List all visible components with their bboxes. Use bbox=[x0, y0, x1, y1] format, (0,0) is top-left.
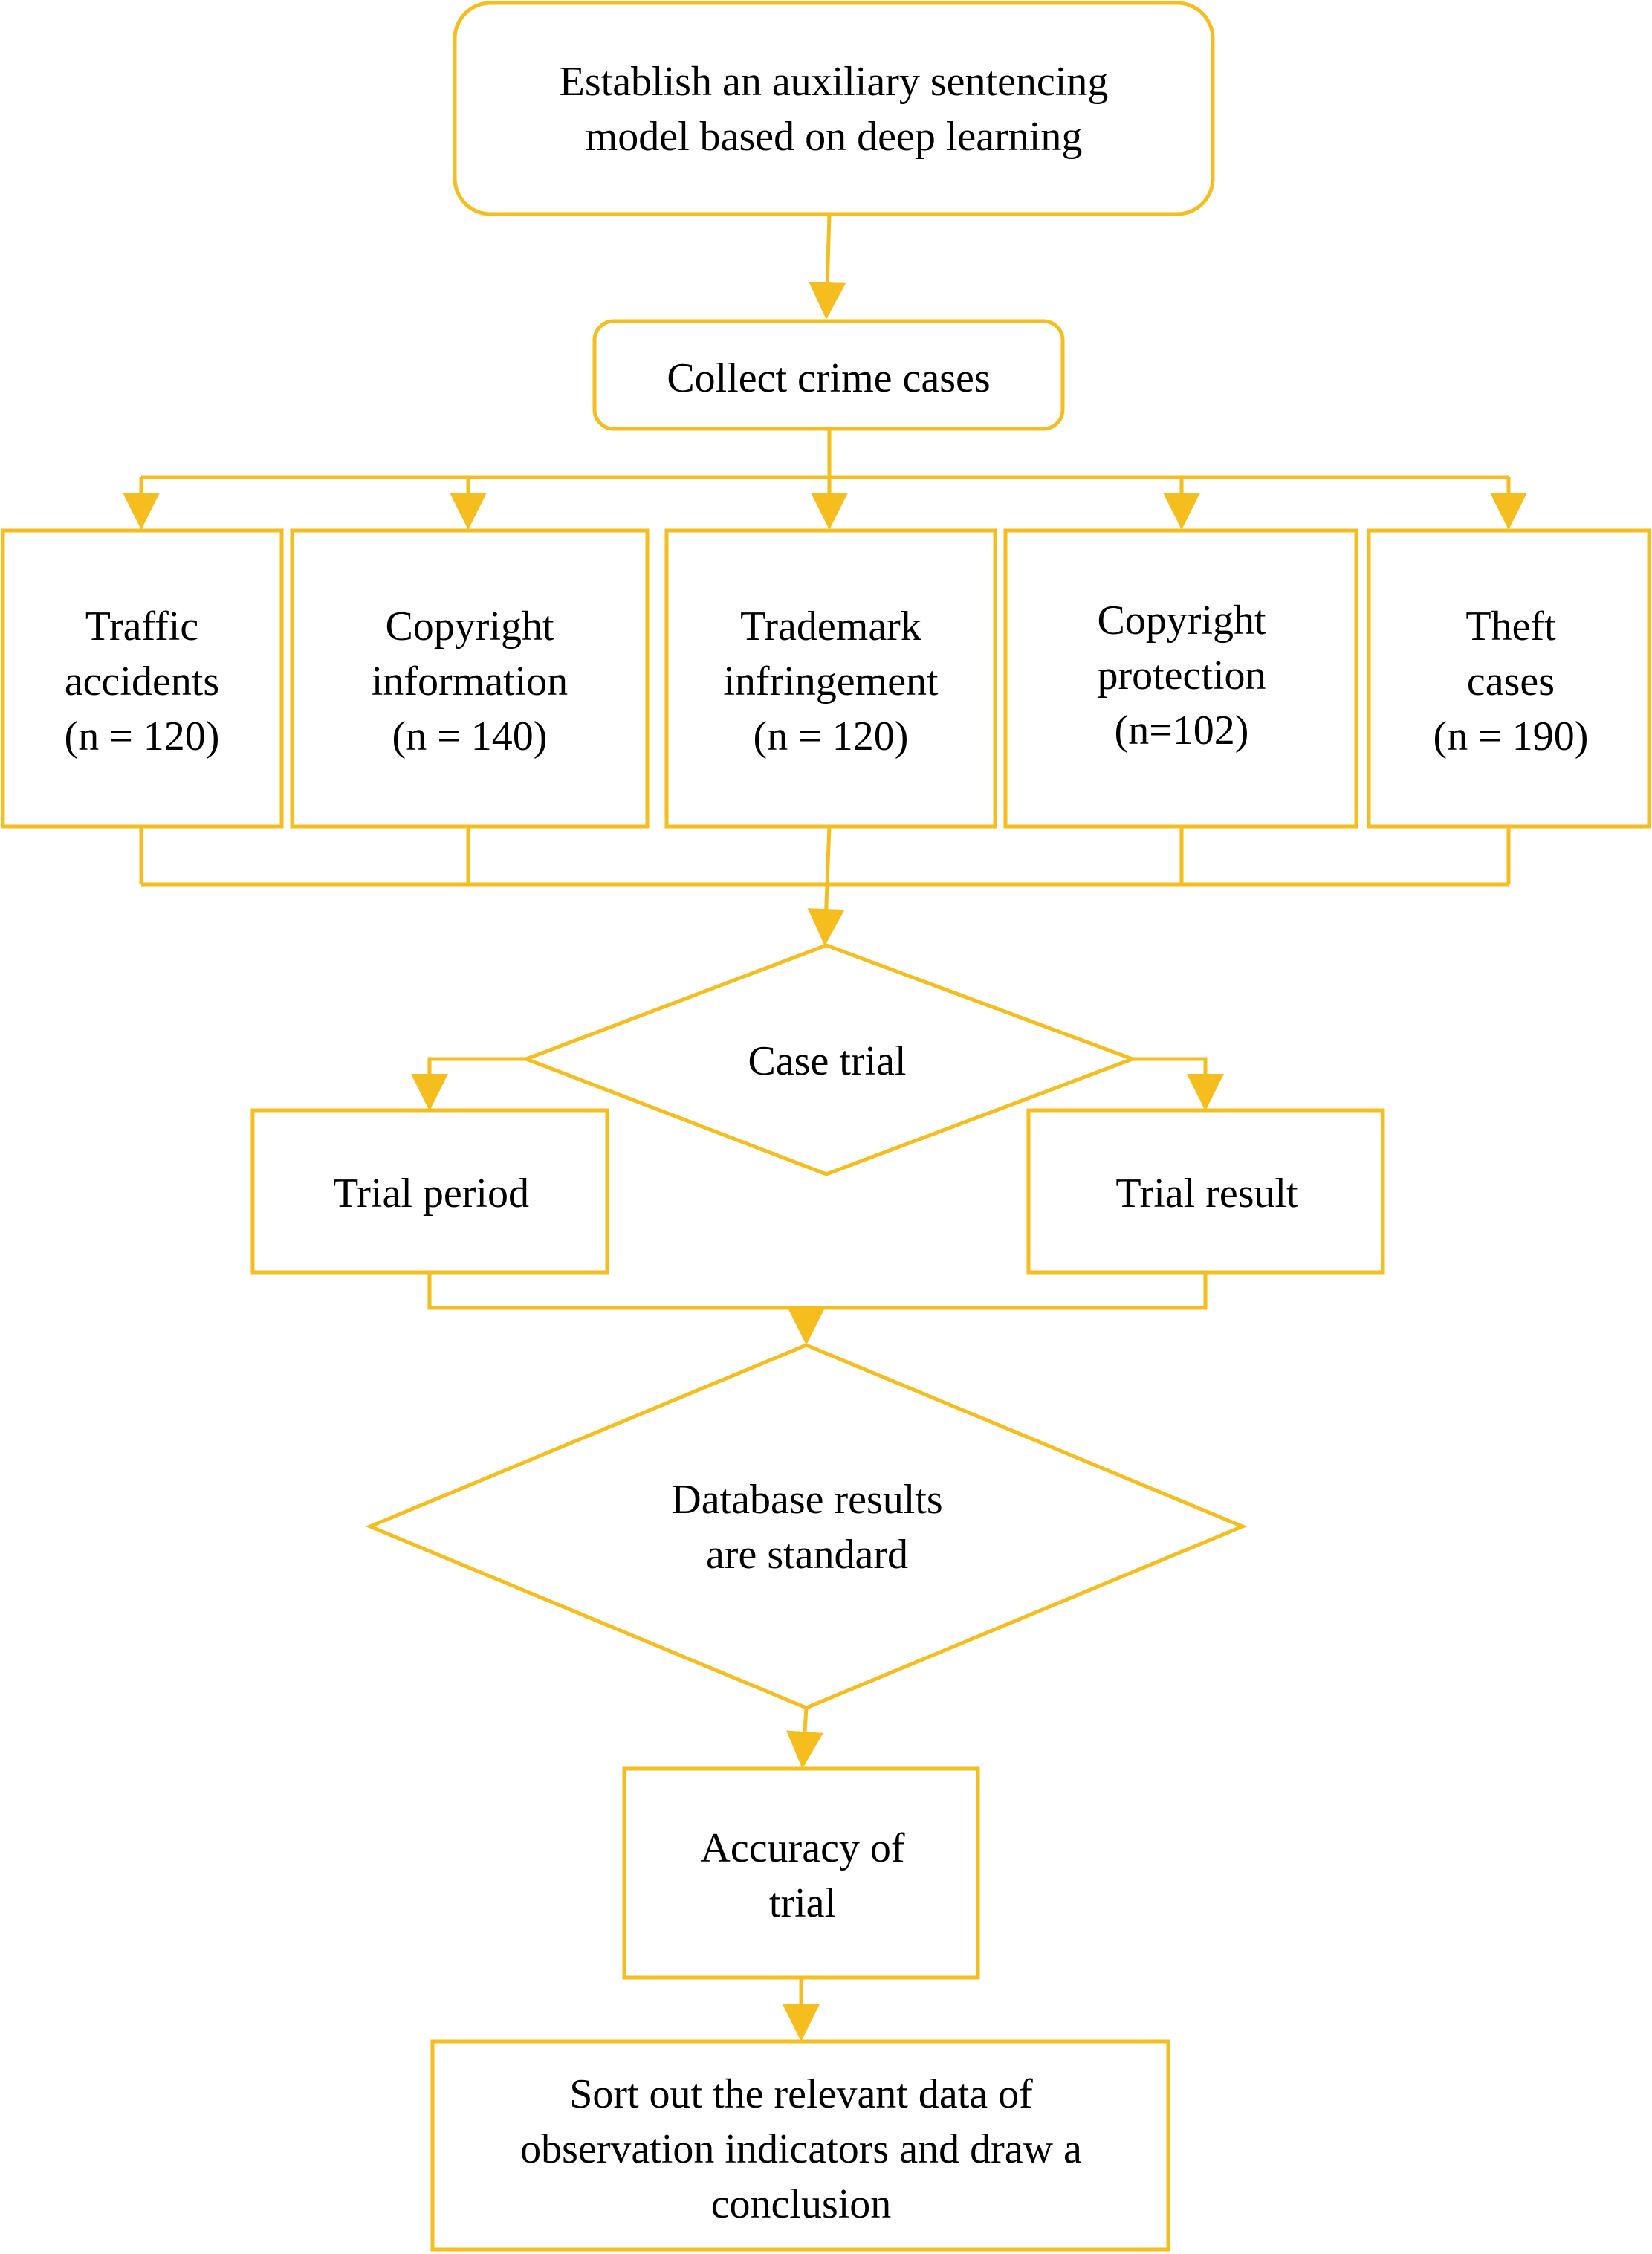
trial-period-label-line: Trial period bbox=[333, 1170, 529, 1217]
copyright-prot-label-line: protection bbox=[1097, 652, 1266, 699]
theft-box bbox=[1367, 528, 1651, 829]
accuracy-label: Accuracy of trial bbox=[700, 1825, 905, 1926]
trademark-label-line: (n = 120) bbox=[754, 713, 909, 760]
case-trial-label: Case trial bbox=[748, 1038, 906, 1084]
copyright-prot-label-line: (n=102) bbox=[1115, 707, 1249, 754]
copyright-info-label-line: (n = 140) bbox=[392, 713, 548, 760]
copyright-info-label-line: information bbox=[372, 658, 568, 705]
collect-box bbox=[592, 319, 1065, 431]
sort-out-label-line: observation indicators and draw a bbox=[520, 2126, 1082, 2172]
trial-result-box bbox=[1026, 1108, 1385, 1275]
copyright-prot-label: Copyright protection (n=102) bbox=[1097, 597, 1266, 754]
accuracy-label-line: trial bbox=[769, 1880, 836, 1926]
database-label: Database results are standard bbox=[671, 1477, 942, 1578]
sort-out-label-line: Sort out the relevant data of bbox=[569, 2071, 1033, 2117]
establish-label: Establish an auxiliary sentencing model b… bbox=[560, 59, 1109, 160]
sort-out-box bbox=[430, 2039, 1170, 2252]
trademark-box bbox=[664, 528, 997, 829]
copyright-prot-box bbox=[1003, 528, 1358, 829]
establish-label-line: Establish an auxiliary sentencing bbox=[560, 59, 1109, 105]
sort-out-label-line: conclusion bbox=[711, 2181, 892, 2227]
trial-period-box bbox=[250, 1108, 609, 1275]
establish-box bbox=[453, 1, 1215, 216]
copyright-info-label: Copyright information (n = 140) bbox=[372, 603, 568, 760]
traffic-label-line: accidents bbox=[65, 658, 219, 705]
trademark-label-line: infringement bbox=[723, 658, 939, 705]
collect-label-line: Collect crime cases bbox=[667, 355, 990, 401]
sort-out-label: Sort out the relevant data of observation… bbox=[520, 2071, 1082, 2227]
labels: Establish an auxiliary sentencing model b… bbox=[65, 59, 1589, 2227]
arrow-establish-to-collect bbox=[809, 213, 846, 320]
traffic-label-line: Traffic bbox=[85, 603, 198, 650]
copyright-info-box bbox=[290, 528, 650, 829]
accuracy-label-line: Accuracy of bbox=[700, 1825, 905, 1871]
theft-label-line: Theft bbox=[1465, 603, 1556, 650]
database-diamond bbox=[365, 1343, 1248, 1710]
traffic-label: Traffic accidents (n = 120) bbox=[65, 603, 220, 760]
trademark-label-line: Trademark bbox=[740, 603, 921, 650]
connector-merge-bar bbox=[427, 1272, 1208, 1310]
accuracy-box bbox=[622, 1766, 980, 1980]
theft-label-line: cases bbox=[1467, 658, 1555, 705]
case-trial-diamond bbox=[520, 943, 1138, 1176]
database-label-line: Database results bbox=[671, 1477, 942, 1523]
case-trial-label-line: Case trial bbox=[748, 1038, 906, 1084]
database-label-line: are standard bbox=[706, 1532, 908, 1578]
theft-label-line: (n = 190) bbox=[1434, 713, 1589, 760]
arrow-to-trial-result bbox=[1133, 1057, 1224, 1111]
copyright-prot-label-line: Copyright bbox=[1097, 597, 1266, 644]
connectors bbox=[123, 213, 1527, 2041]
theft-label: Theft cases (n = 190) bbox=[1434, 603, 1589, 760]
trial-result-label-line: Trial result bbox=[1115, 1170, 1298, 1217]
establish-label-line: model based on deep learning bbox=[586, 114, 1083, 160]
traffic-label-line: (n = 120) bbox=[65, 713, 220, 760]
traffic-box bbox=[1, 528, 284, 829]
trial-result-label: Trial result bbox=[1115, 1170, 1298, 1217]
copyright-info-label-line: Copyright bbox=[385, 603, 554, 650]
arrow-to-accuracy bbox=[785, 1707, 823, 1769]
collect-label: Collect crime cases bbox=[667, 355, 990, 401]
trademark-label: Trademark infringement (n = 120) bbox=[723, 603, 939, 760]
trial-period-label: Trial period bbox=[333, 1170, 529, 1217]
arrow-to-case-trial bbox=[807, 826, 845, 946]
arrow-to-trial-period bbox=[411, 1057, 526, 1111]
